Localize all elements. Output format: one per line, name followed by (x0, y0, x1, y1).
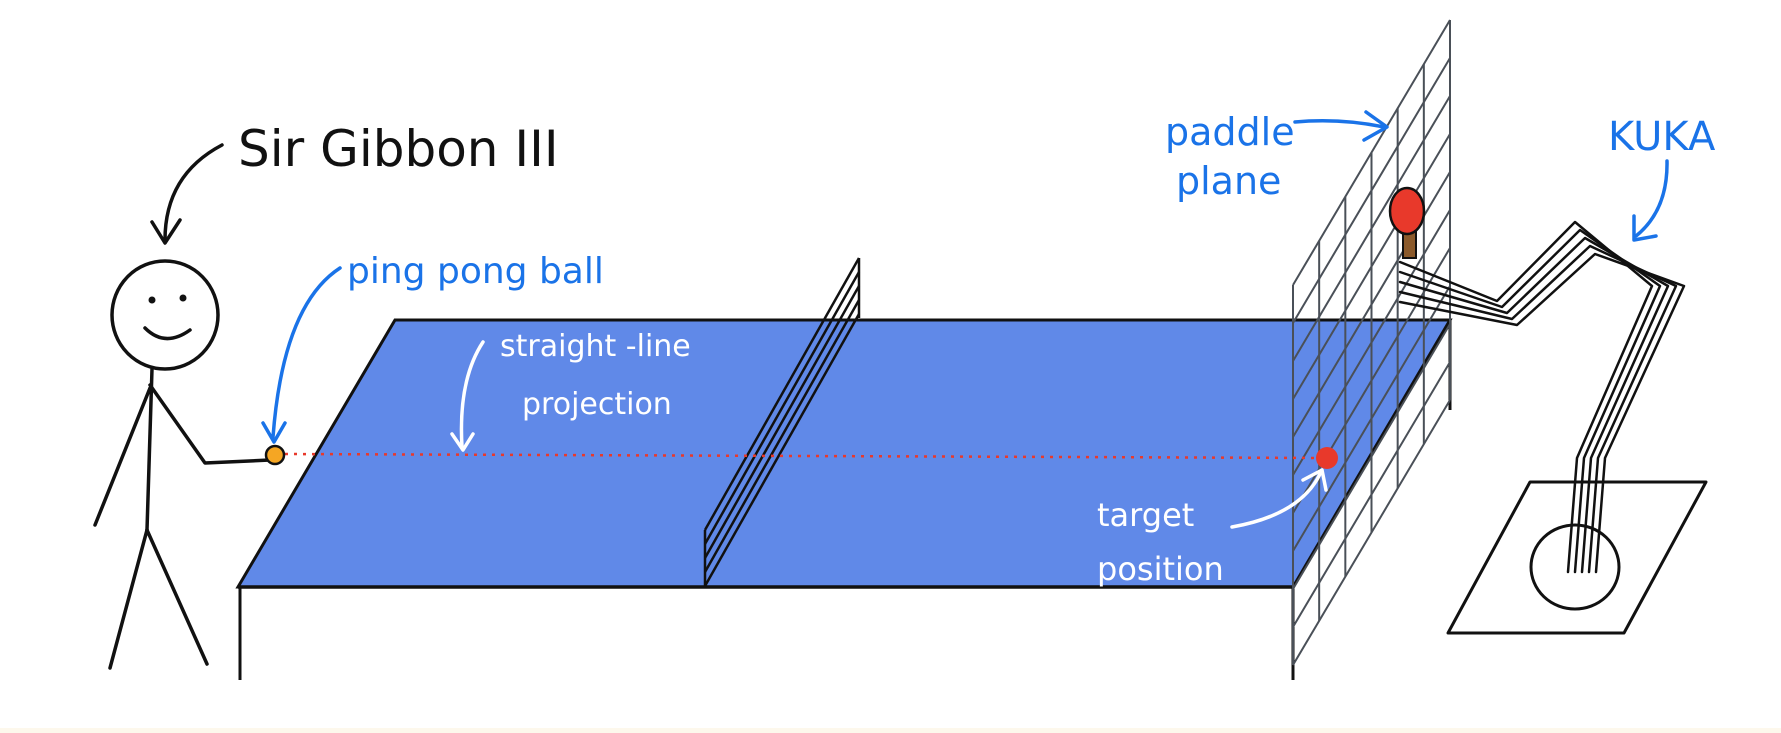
person-label-arrow (150, 143, 224, 245)
paddle-label-line1: paddle (1165, 110, 1295, 154)
target-label-line2: position (1097, 550, 1224, 588)
grid-line-slanted (1292, 19, 1451, 286)
grid-line-slanted (1292, 209, 1451, 476)
projection-line (284, 452, 1326, 460)
ping-pong-ball (264, 444, 286, 466)
ping-pong-table (235, 318, 1453, 680)
stick-figure-icon (93, 259, 272, 670)
robot-base-mount (1529, 523, 1621, 611)
paddle-label-line2: plane (1176, 159, 1281, 203)
table-net (703, 257, 861, 587)
target-label-arrow (1230, 468, 1328, 529)
projection-label-line1: straight -line (500, 329, 691, 364)
target-position-dot (1316, 447, 1338, 469)
ball-label: ping pong ball (347, 251, 604, 292)
robot-label: KUKA (1608, 114, 1716, 160)
grid-line-slanted (1292, 361, 1451, 628)
grid-line-slanted (1292, 57, 1451, 324)
footer-band (0, 728, 1781, 733)
grid-line-slanted (1292, 323, 1451, 590)
person-name-label: Sir Gibbon III (238, 120, 559, 178)
robot-label-arrow (1632, 159, 1669, 242)
grid-line-slanted (1292, 133, 1451, 400)
ball-label-arrow (261, 266, 342, 444)
table-top (235, 318, 1453, 589)
grid-line-slanted (1292, 247, 1451, 514)
paddle-label-arrow (1293, 110, 1389, 142)
target-label-line1: target (1097, 496, 1194, 534)
grid-line-slanted (1292, 399, 1451, 666)
projection-label-arrow (450, 340, 485, 452)
robot-arm-icon (1398, 220, 1708, 635)
grid-line-slanted (1292, 95, 1451, 362)
paddle-icon (1388, 186, 1426, 259)
grid-line-slanted (1292, 285, 1451, 552)
projection-label-line2: projection (522, 387, 672, 422)
